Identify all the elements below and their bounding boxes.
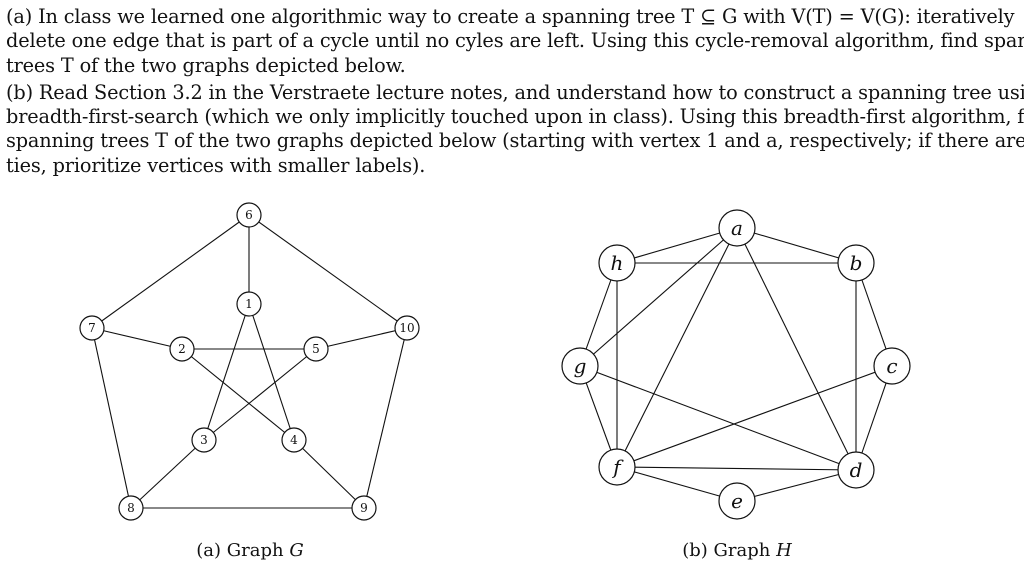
graph-h-vertex-g: g <box>561 347 599 385</box>
graph-g-vertex-label: 8 <box>127 501 135 515</box>
graph-h-vertex-label: b <box>850 251 863 275</box>
graph-g-vertex-label: 7 <box>88 321 96 335</box>
graph-h-vertex-circle <box>598 244 636 282</box>
graph-g-vertex-label: 9 <box>360 501 368 515</box>
graph-h-vertex-circle <box>598 448 636 486</box>
graph-h-vertex-label: h <box>611 251 624 275</box>
graph-g-vertex-3: 3 <box>191 427 217 453</box>
graph-g-caption: (a) Graph G <box>196 540 303 561</box>
graph-g-edge-7-8 <box>91 327 132 509</box>
graph-g-vertex-label: 6 <box>245 208 253 222</box>
graph-h-vertex-h: h <box>598 244 636 282</box>
graph-g-edges <box>91 214 408 509</box>
graph-g-vertex-label: 3 <box>200 433 208 447</box>
graph-h-vertex-label: e <box>731 489 743 513</box>
graph-h-vertex-d: d <box>837 451 875 489</box>
graph-g-vertex-circle <box>236 291 262 317</box>
graph-h-vertex-e: e <box>718 482 756 520</box>
graph-h-vertex-c: c <box>873 347 911 385</box>
part-b-line: spanning trees T of the two graphs depic… <box>6 129 1024 153</box>
part-a-line: trees T of the two graphs depicted below… <box>6 53 406 77</box>
problem-statement: (a) In class we learned one algorithmic … <box>6 5 1024 181</box>
graph-g-vertex-circle <box>236 202 262 228</box>
graph-h-edge-a-f <box>616 227 738 468</box>
graph-g-edge-1-3 <box>203 303 250 441</box>
graph-h-vertex-circle <box>718 482 756 520</box>
graph-g-vertex-circle <box>191 427 217 453</box>
graph-h: a b c d e f g h (b) Graph H <box>561 209 911 561</box>
graph-h-vertex-label: g <box>574 354 587 378</box>
graph-g-vertex-7: 7 <box>79 315 105 341</box>
part-b-line: (b) Read Section 3.2 in the Verstraete l… <box>6 80 1024 104</box>
graph-g-vertices: 1 2 3 4 5 6 7 8 9 10 <box>79 202 420 521</box>
part-b-line: ties, prioritize vertices with smaller l… <box>6 153 426 177</box>
graph-g-edge-3-5 <box>203 348 317 441</box>
graph-g-vertex-label: 5 <box>312 342 320 356</box>
graph-h-edge-a-d <box>736 227 857 471</box>
part-b-line: breadth-first-search (which we only impl… <box>6 105 1024 129</box>
graph-h-vertex-b: b <box>837 244 875 282</box>
graph-g-edge-9-10 <box>363 327 408 509</box>
graph-h-edge-e-f <box>616 466 738 502</box>
graph-g-edge-2-4 <box>181 348 295 441</box>
graph-h-edges <box>579 227 893 502</box>
graph-h-edge-g-a <box>579 227 738 367</box>
graph-g-vertex-8: 8 <box>118 495 144 521</box>
graph-h-caption: (b) Graph H <box>682 540 792 561</box>
graph-h-edge-h-a <box>616 227 738 264</box>
graph-g-vertex-circle <box>303 336 329 362</box>
graph-h-edge-a-b <box>736 227 857 264</box>
graph-h-vertex-circle <box>837 244 875 282</box>
graph-g-vertex-label: 1 <box>245 297 253 311</box>
graph-g-vertex-circle <box>351 495 377 521</box>
graph-g-edge-1-4 <box>248 303 295 441</box>
graph-h-vertex-circle <box>561 347 599 385</box>
part-a-line: (a) In class we learned one algorithmic … <box>6 5 1015 28</box>
graph-h-vertex-label: d <box>850 458 863 482</box>
graph-g-vertex-5: 5 <box>303 336 329 362</box>
graph-g-vertex-circle <box>118 495 144 521</box>
graph-h-edge-c-f <box>616 365 893 468</box>
graph-g-vertex-label: 2 <box>178 342 186 356</box>
graph-g-edge-8-3 <box>130 439 205 509</box>
graph-g-vertex-label: 4 <box>290 433 298 447</box>
graph-h-vertex-f: f <box>598 448 636 486</box>
graph-h-vertex-label: a <box>731 216 743 240</box>
graph-g-vertex-10: 10 <box>394 315 420 341</box>
graph-g-edge-9-4 <box>293 439 365 509</box>
graph-h-vertex-a: a <box>718 209 756 247</box>
part-a-line: delete one edge that is part of a cycle … <box>6 29 1024 53</box>
graph-g-edge-6-7 <box>91 214 250 329</box>
graph-g-edge-7-2 <box>91 327 183 350</box>
part-b-paragraph: (b) Read Section 3.2 in the Verstraete l… <box>6 80 1024 178</box>
graph-g-vertex-circle <box>394 315 420 341</box>
graph-g-vertex-circle <box>281 427 307 453</box>
graph-h-edge-d-e <box>736 469 857 502</box>
graph-g-vertex-2: 2 <box>169 336 195 362</box>
graph-g-vertex-1: 1 <box>236 291 262 317</box>
graph-g: 1 2 3 4 5 6 7 8 9 10 (a) Graph G <box>79 202 420 561</box>
graph-h-vertex-label: c <box>886 354 897 378</box>
graph-h-vertex-circle <box>718 209 756 247</box>
graph-h-edge-f-d <box>616 466 857 471</box>
graph-g-vertex-4: 4 <box>281 427 307 453</box>
graph-g-vertex-circle <box>169 336 195 362</box>
graph-h-vertices: a b c d e f g h <box>561 209 911 520</box>
part-a-paragraph: (a) In class we learned one algorithmic … <box>6 5 1024 78</box>
graph-g-edge-6-10 <box>248 214 408 329</box>
graph-h-edge-g-d <box>579 365 857 471</box>
graph-g-vertex-label: 10 <box>399 321 414 335</box>
graph-g-vertex-9: 9 <box>351 495 377 521</box>
graph-h-vertex-circle <box>873 347 911 385</box>
graph-g-vertex-circle <box>79 315 105 341</box>
graph-h-vertex-circle <box>837 451 875 489</box>
graph-g-edge-10-5 <box>315 327 408 350</box>
graph-g-vertex-6: 6 <box>236 202 262 228</box>
